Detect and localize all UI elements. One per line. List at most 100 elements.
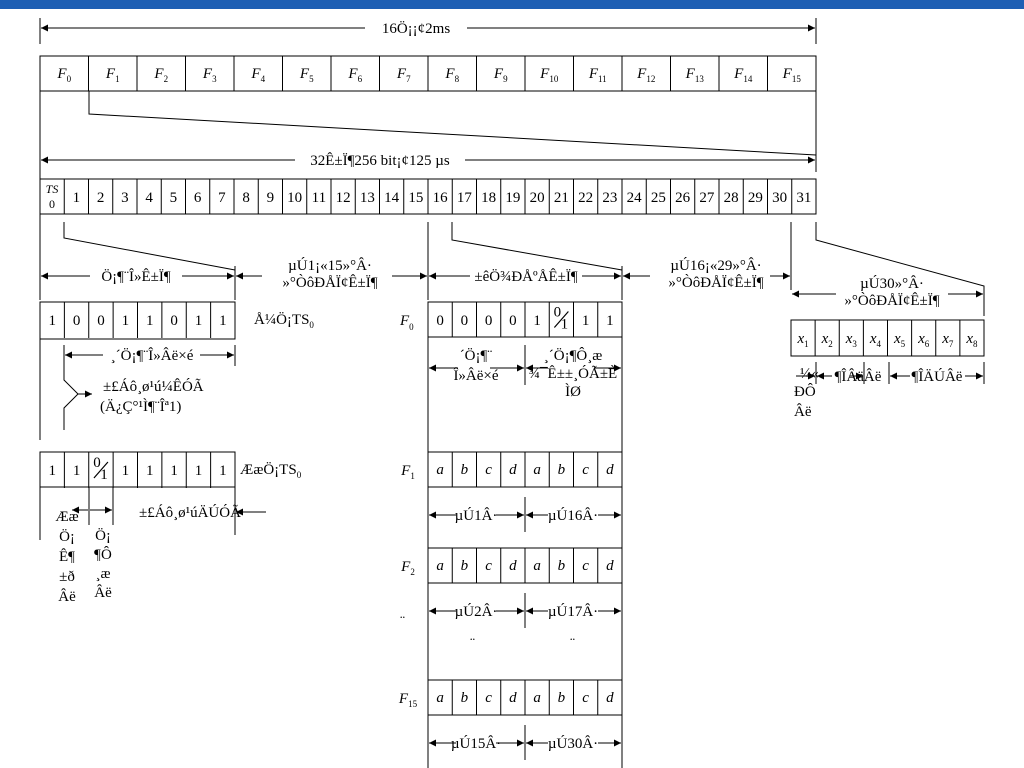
ts0-label-top: TS bbox=[46, 182, 59, 196]
ts0_even-bit-2: 0 bbox=[97, 313, 105, 329]
ts16-subframe-0-bit-6: c bbox=[582, 462, 589, 478]
ts0_odd-bit-1: 1 bbox=[73, 463, 81, 479]
multiframe-length-label: 16Ö¡¡¢2ms bbox=[382, 20, 450, 37]
ts16-subframe-2-right-label: µÚ30Â· bbox=[548, 735, 598, 752]
sync-slot-label: Ö¡¶¨Î»Ê±Ï¶ bbox=[101, 268, 171, 285]
ts31-bit-2: x3 bbox=[845, 331, 858, 349]
ts16-subframe-1-bit-7: d bbox=[606, 558, 614, 574]
alarm-label-1: Ö¡ bbox=[59, 528, 75, 545]
ts0_even-bit-1: 0 bbox=[73, 313, 81, 329]
loss-code-label: Ö¡¶Ô¸æÂë bbox=[94, 527, 112, 601]
ts16-subframe-0-right-label: µÚ16Â· bbox=[548, 507, 598, 524]
ts31-bit-3: x4 bbox=[869, 331, 882, 349]
header-bar bbox=[0, 0, 1024, 9]
timeslot-cell-12: 12 bbox=[336, 190, 351, 206]
section-labels: Ö¡¶¨Î»Ê±Ï¶ µÚ1¡«15»°Â· »°ÒôÐÅÏ¢Ê±Ï¶ ±êÖ¾… bbox=[41, 257, 983, 309]
timeslot-cell-26: 26 bbox=[675, 190, 691, 206]
timeslot-cell-5: 5 bbox=[170, 190, 178, 206]
timeslot-cell-25: 25 bbox=[651, 190, 666, 206]
ts16-f0-bit-4: 1 bbox=[533, 313, 541, 329]
slots-1-15-label-2: »°ÒôÐÅÏ¢Ê±Ï¶ bbox=[282, 274, 377, 291]
frame-cell-0: F0 bbox=[56, 66, 71, 84]
timeslot-cell-14: 14 bbox=[384, 190, 400, 206]
ts0_even-bit-0: 1 bbox=[48, 313, 56, 329]
timeslot-cell-11: 11 bbox=[312, 190, 326, 206]
frame-cell-10: F10 bbox=[539, 66, 559, 84]
ts31-bit-4: x5 bbox=[893, 331, 906, 349]
alarm-label-4: Âë bbox=[58, 588, 76, 605]
timeslot-cell-19: 19 bbox=[505, 190, 520, 206]
ts16-subframe-2-bit-7: d bbox=[606, 690, 614, 706]
timeslot-cell-2: 2 bbox=[97, 190, 105, 206]
alarm-label-2: Ê¶ bbox=[59, 548, 75, 565]
segment-code-label: ¶ÎÂäÂë bbox=[835, 368, 882, 385]
ts16-subframe-label-0: F1 bbox=[400, 463, 415, 481]
ts16-subframe-2-left-label: µÚ15Â· bbox=[451, 735, 501, 752]
ts16-subframe-2-bit-5: b bbox=[558, 690, 566, 706]
ts0_even-bit-5: 0 bbox=[170, 313, 178, 329]
ts16-f0-annot-left-1: ´Ö¡¶¨ bbox=[460, 347, 493, 364]
ts31-bit-0: x1 bbox=[796, 331, 808, 349]
loss-label-2: ¸æ bbox=[96, 566, 111, 582]
ts16-subframe-1-bit-2: c bbox=[485, 558, 492, 574]
reserve-domestic-label: ±£Áô¸ø¹úÄÚÓÃ bbox=[139, 504, 241, 521]
ts16-f0-bit-7: 1 bbox=[606, 313, 614, 329]
slots-16-29-label-2: »°ÒôÐÅÏ¢Ê±Ï¶ bbox=[668, 274, 763, 291]
ts16-subframe-1-right-label: µÚ17Â· bbox=[548, 603, 598, 620]
ts16-f0-annot-right-2: ¾¯Ê±±¸ÓÃ±È bbox=[529, 365, 617, 382]
ts16-f0-label: F0 bbox=[399, 313, 414, 332]
svg-text:0: 0 bbox=[93, 455, 101, 471]
ts16-subframe-0-bit-2: c bbox=[485, 462, 492, 478]
frame-cell-2: F2 bbox=[153, 66, 168, 84]
timeslot-cell-23: 23 bbox=[602, 190, 617, 206]
frame-cell-11: F11 bbox=[588, 66, 607, 84]
ts16-f0-bit-6: 1 bbox=[582, 313, 590, 329]
reserve-international-2: (Ä¿Ç°¹Ì¶¨Îª1) bbox=[100, 398, 181, 415]
ellipsis-mid-right: ¨ bbox=[570, 636, 575, 652]
ts16-subframe-0-bit-5: b bbox=[558, 462, 566, 478]
ts16-subframe-1-bit-6: c bbox=[582, 558, 589, 574]
ts0_odd-bit-3: 1 bbox=[122, 463, 130, 479]
timeslot-cell-29: 29 bbox=[748, 190, 763, 206]
timeslot-cell-9: 9 bbox=[267, 190, 275, 206]
timeslot-cell-30: 30 bbox=[772, 190, 787, 206]
ts16-subframe-2-bit-4: a bbox=[533, 690, 541, 706]
ts0_odd-bit-6: 1 bbox=[195, 463, 203, 479]
loss-label-0: Ö¡ bbox=[95, 527, 111, 544]
timeslot-cell-24: 24 bbox=[627, 190, 643, 206]
ts0_even-bit-6: 1 bbox=[195, 313, 203, 329]
ts0_odd-bit-7: 1 bbox=[219, 463, 227, 479]
even-frame-label: Å¼Ö¡TS0 bbox=[254, 311, 314, 330]
polarity-label-1: ¼« bbox=[800, 366, 819, 382]
frame-cell-6: F6 bbox=[347, 66, 362, 84]
ts16-f0-annot-left-2: Î»Âë×é bbox=[453, 367, 498, 384]
ts31-bit-5: x6 bbox=[917, 331, 930, 349]
odd-frame-label: ÆæÖ¡TS0 bbox=[240, 461, 302, 480]
ts0_even-bit-4: 1 bbox=[146, 313, 154, 329]
ellipsis-left: ¨ bbox=[400, 614, 405, 630]
ts16-subframe-0-bit-1: b bbox=[461, 462, 469, 478]
timeslot-cell-13: 13 bbox=[360, 190, 375, 206]
timeslot-cell-31: 31 bbox=[796, 190, 811, 206]
frame-dimension: 32Ê±Ï¶256 bit¡¢125 µs bbox=[41, 152, 815, 169]
ts0_even-bit-7: 1 bbox=[219, 313, 227, 329]
timeslot-cell-17: 17 bbox=[457, 190, 473, 206]
timeslot-cell-8: 8 bbox=[242, 190, 250, 206]
timeslot-cell-21: 21 bbox=[554, 190, 569, 206]
alarm-code-label: ÆæÖ¡Ê¶±ðÂë bbox=[55, 509, 78, 605]
level-code-label: ¶ÎÄÚÂë bbox=[912, 368, 963, 385]
ts16-subframe-2-bit-2: c bbox=[485, 690, 492, 706]
ts0_even-bit-3: 1 bbox=[122, 313, 130, 329]
ts16-subframe-label-2: F15 bbox=[398, 691, 418, 709]
ts31-bit-7: x8 bbox=[965, 331, 978, 349]
timeslot-cell-6: 6 bbox=[194, 190, 202, 206]
polarity-label-2: ÐÔ bbox=[794, 383, 816, 400]
polarity-label-3: Âë bbox=[794, 403, 812, 420]
frame-cell-12: F12 bbox=[636, 66, 655, 84]
